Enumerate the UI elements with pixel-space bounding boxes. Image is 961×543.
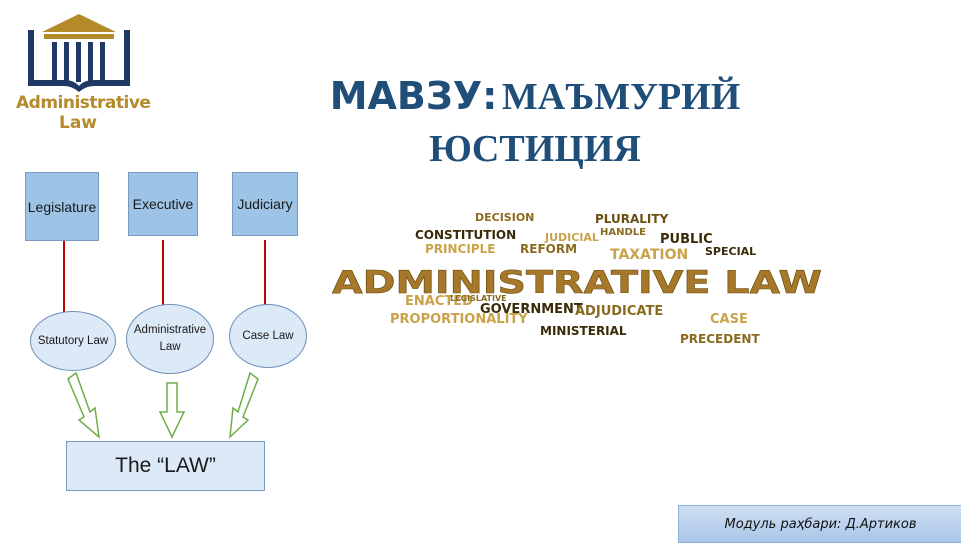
statutory-law-ellipse: Statutory Law <box>30 311 116 371</box>
arrow-down-icon <box>67 371 101 439</box>
wordcloud-word: ENACTED <box>405 294 473 309</box>
case-law-ellipse: Case Law <box>229 304 307 368</box>
page-title: МАВЗУ: МАЪМУРИЙ ЮСТИЦИЯ <box>290 74 780 179</box>
title-prefix: МАВЗУ: <box>329 74 498 118</box>
the-law-box: The “LAW” <box>66 441 265 491</box>
executive-box: Executive <box>128 172 198 236</box>
wordcloud-word: PLURALITY <box>595 212 669 226</box>
logo-icon <box>28 14 130 92</box>
wordcloud-word: GOVERNMENT <box>480 302 583 317</box>
judiciary-box: Judiciary <box>232 172 298 236</box>
diagram-connectors <box>63 240 266 439</box>
wordcloud-main: ADMINISTRATIVE LAW <box>332 265 822 301</box>
arrow-down-icon <box>158 382 186 439</box>
wordcloud-word: PUBLIC <box>660 232 713 247</box>
wordcloud-word: REFORM <box>520 242 577 256</box>
wordcloud-word: MINISTERIAL <box>540 324 627 338</box>
wordcloud-word: CASE <box>710 312 748 327</box>
title-word1: МАЪМУРИЙ <box>501 76 741 118</box>
wordcloud-word: SPECIAL <box>705 245 756 258</box>
wordcloud-word: HANDLE <box>600 227 646 238</box>
arrow-down-icon <box>229 371 259 439</box>
title-word2: ЮСТИЦИЯ <box>429 128 641 170</box>
wordcloud-word: PRECEDENT <box>680 332 760 346</box>
author-badge: Модуль раҳбари: Д.Артиков <box>678 505 961 543</box>
wordcloud-word: ADJUDICATE <box>575 304 663 319</box>
wordcloud-word: PROPORTIONALITY <box>390 312 528 327</box>
wordcloud-word: DECISION <box>475 211 534 224</box>
wordcloud-word: LEGISLATIVE <box>450 294 507 303</box>
wordcloud-word: JUDICIAL <box>544 231 599 244</box>
logo-subtext: Law <box>58 113 97 133</box>
wordcloud-word: PRINCIPLE <box>425 242 495 256</box>
legislature-box: Legislature <box>25 172 99 241</box>
wordcloud-image: DECISION PLURALITY CONSTITUTION HANDLE J… <box>332 211 823 346</box>
wordcloud-word: TAXATION <box>610 247 688 263</box>
wordcloud-word: CONSTITUTION <box>415 228 516 242</box>
administrative-law-ellipse: Administrative Law <box>126 304 214 374</box>
logo-text: Administrative <box>16 93 151 113</box>
